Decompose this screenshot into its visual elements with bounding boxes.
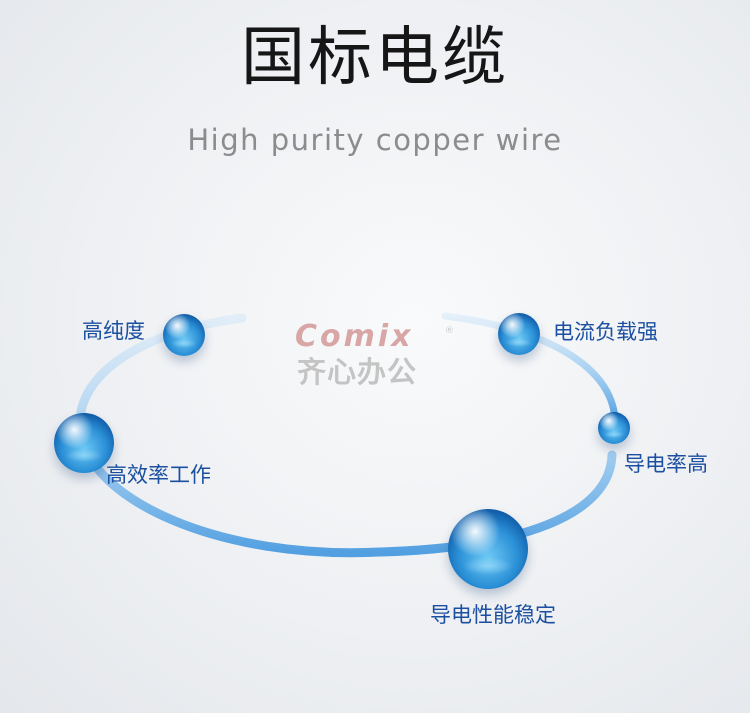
feature-label-stable-conductivity: 导电性能稳定 bbox=[430, 603, 556, 627]
feature-label-current-load: 电流负载强 bbox=[553, 320, 658, 344]
sphere-stable-conductivity bbox=[448, 509, 528, 589]
registered-mark: ® bbox=[445, 326, 454, 336]
sphere-conductivity bbox=[598, 412, 630, 444]
sphere-current-load bbox=[498, 313, 540, 355]
feature-label-conductivity: 导电率高 bbox=[624, 452, 708, 476]
page-subtitle: High purity copper wire bbox=[187, 123, 563, 157]
brand-watermark: Comix ® 齐心办公 bbox=[295, 322, 465, 394]
brand-logo-en: Comix bbox=[295, 319, 414, 354]
feature-label-efficiency: 高效率工作 bbox=[106, 463, 211, 487]
ring-arc-left bbox=[75, 313, 617, 558]
ring-arc-right bbox=[441, 312, 619, 424]
page-title: 国标电缆 bbox=[241, 21, 509, 95]
brand-logo-cn: 齐心办公 bbox=[297, 355, 418, 389]
sphere-efficiency bbox=[54, 413, 114, 473]
feature-label-purity: 高纯度 bbox=[82, 319, 145, 343]
sphere-purity bbox=[163, 314, 205, 356]
